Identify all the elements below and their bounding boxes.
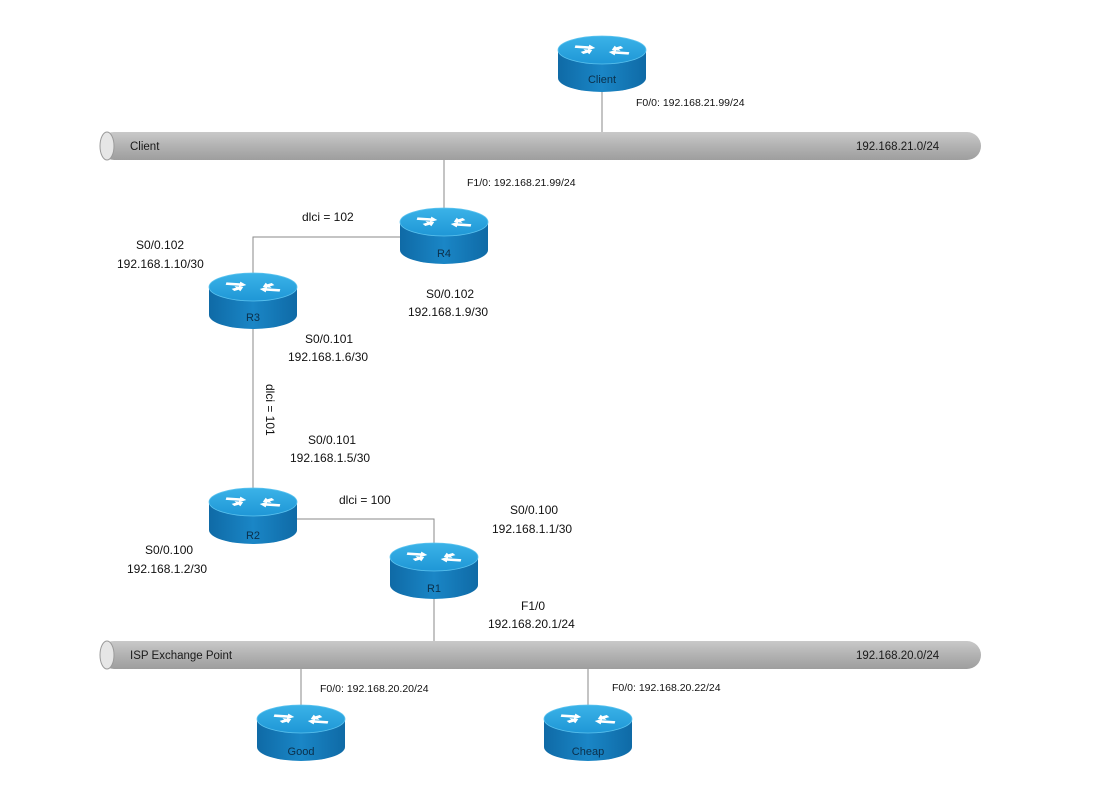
router-client: Client <box>557 35 647 92</box>
r3-s0101-interface: S0/0.101 <box>305 332 353 346</box>
router-r3: R3 <box>208 272 298 329</box>
client-f00-label: F0/0: 192.168.21.99/24 <box>636 97 745 109</box>
links <box>252 88 603 712</box>
r3-s0102-ip: 192.168.1.10/30 <box>117 257 204 271</box>
dlci-102-label: dlci = 102 <box>302 210 354 224</box>
isp-bus-subnet: 192.168.20.0/24 <box>856 650 940 662</box>
router-r2-label: R2 <box>246 530 260 542</box>
r4-s0102-interface: S0/0.102 <box>426 287 474 301</box>
r2-s0100-ip: 192.168.1.2/30 <box>127 562 207 576</box>
router-cheap: Cheap <box>543 704 633 761</box>
router-r1: R1 <box>389 542 479 599</box>
router-r1-label: R1 <box>427 583 441 595</box>
link-r4-r3-dlci102 <box>252 236 402 280</box>
client-bus-subnet: 192.168.21.0/24 <box>856 141 940 153</box>
router-client-label: Client <box>588 74 616 86</box>
router-r3-label: R3 <box>246 312 260 324</box>
r2-s0101-ip: 192.168.1.5/30 <box>290 451 370 465</box>
client-bus-name: Client <box>130 141 160 153</box>
router-r4-label: R4 <box>437 248 451 260</box>
isp-bus-name: ISP Exchange Point <box>130 650 233 662</box>
router-r4: R4 <box>399 207 489 264</box>
dlci-101-label: dlci = 101 <box>263 384 277 436</box>
r1-f10-ip: 192.168.20.1/24 <box>488 617 575 631</box>
cheap-f00-label: F0/0: 192.168.20.22/24 <box>612 682 721 694</box>
router-good-label: Good <box>288 746 315 758</box>
r1-s0100-ip: 192.168.1.1/30 <box>492 522 572 536</box>
r3-s0101-ip: 192.168.1.6/30 <box>288 350 368 364</box>
good-f00-label: F0/0: 192.168.20.20/24 <box>320 683 429 695</box>
link-r2-r1-dlci100 <box>296 518 435 550</box>
r2-s0101-interface: S0/0.101 <box>308 433 356 447</box>
isp-exchange-bus: ISP Exchange Point 192.168.20.0/24 <box>99 640 981 670</box>
router-r2: R2 <box>208 487 298 544</box>
r1-f10-interface: F1/0 <box>521 599 545 613</box>
client-bus: Client 192.168.21.0/24 <box>99 131 981 161</box>
r2-s0100-interface: S0/0.100 <box>145 543 193 557</box>
r4-f10-label: F1/0: 192.168.21.99/24 <box>467 177 576 189</box>
r4-s0102-ip: 192.168.1.9/30 <box>408 305 488 319</box>
r3-s0102-interface: S0/0.102 <box>136 238 184 252</box>
interface-labels: F0/0: 192.168.21.99/24 F1/0: 192.168.21.… <box>117 97 745 695</box>
router-cheap-label: Cheap <box>572 746 604 758</box>
r1-s0100-interface: S0/0.100 <box>510 503 558 517</box>
dlci-100-label: dlci = 100 <box>339 493 391 507</box>
router-good: Good <box>256 704 346 761</box>
